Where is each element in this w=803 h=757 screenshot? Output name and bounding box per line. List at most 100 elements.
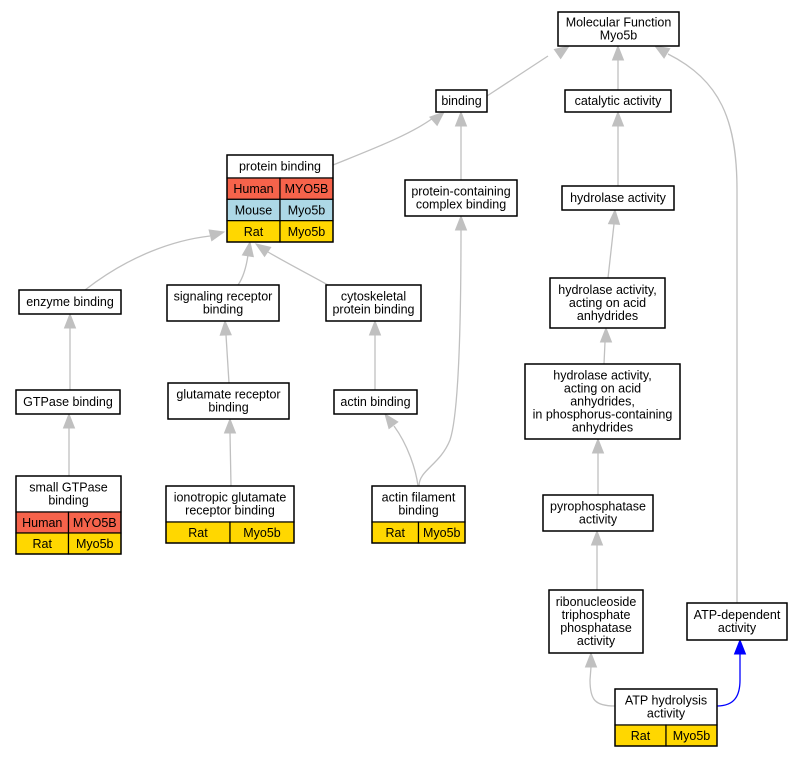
arrowhead-icon: [591, 437, 605, 454]
edge-ribonucleoside-to-pyrophosphatase: [590, 529, 604, 590]
node-label: activity: [647, 707, 686, 721]
edge-line: [667, 53, 738, 603]
edge-signaling-to-protein_binding: [237, 240, 254, 286]
arrowhead-icon: [208, 229, 226, 242]
edge-glutamate-to-signaling: [219, 319, 232, 384]
node-label: activity: [718, 621, 757, 635]
node-label: anhydrides,: [570, 395, 635, 409]
node-border: [15, 475, 122, 555]
gene-label[interactable]: Myo5b: [288, 225, 326, 239]
edge-line: [225, 334, 230, 384]
edge-line: [237, 254, 249, 286]
species-label: Rat: [188, 526, 208, 540]
edge-binding-to-mf: [486, 45, 571, 97]
node-title-box: [548, 589, 644, 654]
node-title-box: [404, 179, 518, 217]
node-label: acting on acid: [569, 296, 646, 310]
go-term-node-binding[interactable]: binding: [435, 89, 488, 113]
arrowhead-icon: [454, 110, 468, 127]
node-label: receptor binding: [185, 504, 275, 518]
node-label: binding: [48, 494, 88, 508]
node-border: [371, 485, 466, 544]
node-label: anhydrides: [572, 421, 633, 435]
node-label: acting on acid: [564, 382, 641, 396]
edge-pcb-to-binding: [454, 110, 468, 180]
arrowhead-icon: [241, 240, 254, 258]
gene-label[interactable]: MYO5B: [285, 182, 329, 196]
go-term-node-gtpase[interactable]: GTPase binding: [15, 389, 121, 415]
gene-label[interactable]: Myo5b: [423, 526, 461, 540]
node-label: protein binding: [239, 160, 321, 174]
species-label: Rat: [631, 729, 651, 743]
node-label: pyrophosphatase: [550, 500, 646, 514]
node-border: [166, 284, 280, 322]
node-border: [18, 289, 122, 315]
node-label: activity: [579, 513, 618, 527]
go-term-node-actin[interactable]: actin binding: [333, 389, 418, 415]
edge-ionotropic-to-glutamate: [223, 417, 237, 487]
arrowhead-icon: [223, 417, 237, 434]
node-border: [15, 389, 121, 415]
node-border: [564, 89, 672, 113]
arrowhead-icon: [611, 110, 625, 127]
node-label: glutamate receptor: [176, 388, 280, 402]
gene-label[interactable]: Myo5b: [673, 729, 711, 743]
arrowhead-icon: [254, 243, 272, 258]
node-label: GTPase binding: [23, 395, 113, 409]
go-term-node-ribonucleoside[interactable]: ribonucleosidetriphosphatephosphataseact…: [548, 589, 644, 654]
go-term-node-hydrolase[interactable]: hydrolase activity: [561, 185, 675, 211]
arrowhead-icon: [590, 529, 604, 546]
node-border: [404, 179, 518, 217]
arrowhead-icon: [584, 651, 598, 668]
go-term-node-hydro-phos[interactable]: hydrolase activity,acting on acidanhydri…: [524, 363, 681, 440]
edge-line: [393, 425, 419, 487]
gene-label[interactable]: Myo5b: [76, 537, 114, 551]
species-label: Rat: [244, 225, 264, 239]
node-border: [226, 154, 334, 243]
edge-line: [486, 55, 549, 97]
arrowhead-icon: [384, 412, 399, 430]
edge-protein_binding-to-binding: [332, 111, 446, 166]
node-label: anhydrides: [577, 309, 638, 323]
species-row-rat: Rat Myo5b: [165, 521, 295, 544]
node-label: cytoskeletal: [341, 290, 406, 304]
gene-label[interactable]: MYO5B: [73, 516, 117, 530]
node-label: triphosphate: [562, 608, 631, 622]
gene-label[interactable]: Myo5b: [288, 204, 326, 218]
node-label: in phosphorus-containing: [533, 408, 673, 422]
node-label: actin binding: [340, 395, 410, 409]
node-label: ribonucleoside: [556, 595, 637, 609]
arrowhead-icon: [429, 111, 446, 127]
node-label: protein binding: [332, 303, 414, 317]
node-border: [561, 185, 675, 211]
node-border: [333, 389, 418, 415]
go-term-node-enzyme-binding[interactable]: enzyme binding: [18, 289, 122, 315]
edge-line: [418, 229, 462, 487]
edge-line: [84, 235, 211, 291]
edge-small_gtpase-to-gtpase: [62, 412, 76, 476]
go-term-node-catalytic[interactable]: catalytic activity: [564, 89, 672, 113]
go-term-node-hydro-acid[interactable]: hydrolase activity,acting on acidanhydri…: [549, 277, 666, 329]
edge-atp_dependent-to-mf: [653, 45, 738, 603]
node-title-box: [549, 277, 666, 329]
node-label: ionotropic glutamate: [174, 491, 287, 505]
gene-label[interactable]: Myo5b: [243, 526, 281, 540]
